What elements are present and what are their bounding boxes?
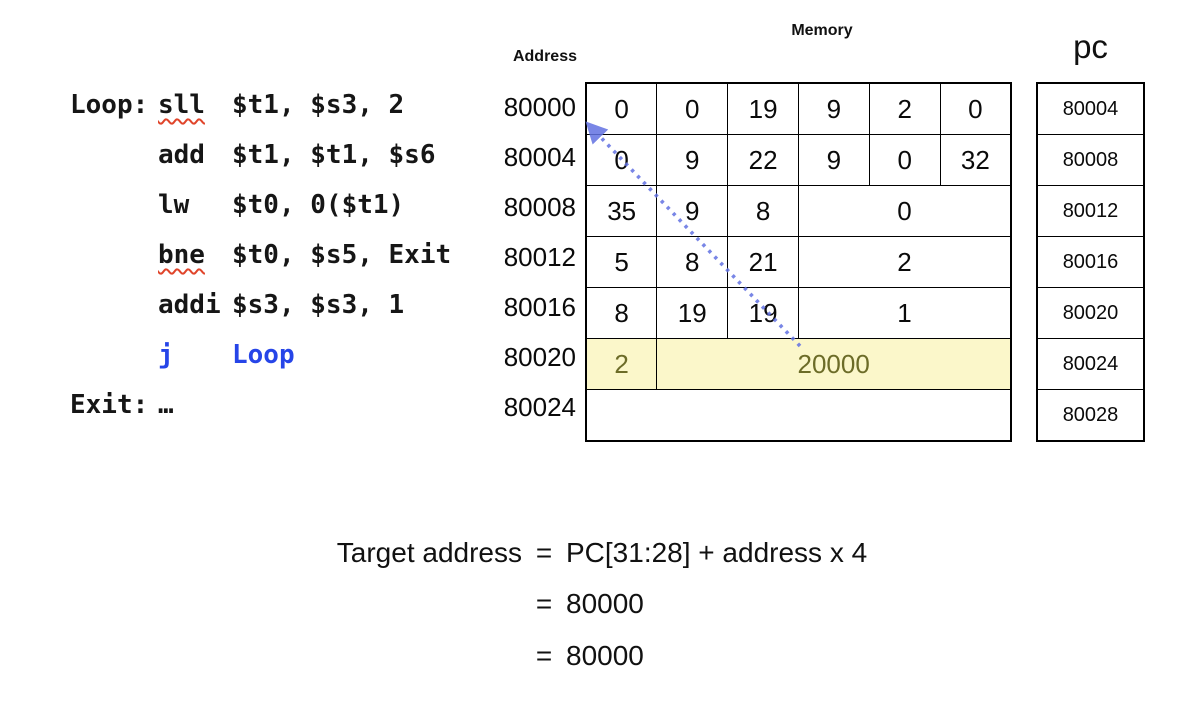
code-operands: Loop (232, 340, 295, 370)
code-mnemonic: add (158, 140, 205, 170)
formula-rhs: 80000 (566, 640, 644, 671)
code-mnemonic: j (158, 340, 174, 370)
pc-title: pc (1073, 28, 1108, 65)
pc-cell: 80024 (1036, 338, 1145, 390)
memory-cell (585, 389, 1012, 442)
memory-cell: 21 (727, 236, 799, 288)
memory-cell: 8 (585, 287, 658, 339)
formula-equals-sign: = (535, 640, 553, 671)
pc-table: 80004 80008 80012 80016 80020 80024 8002… (1036, 82, 1145, 442)
address-value: 80000 (503, 91, 576, 122)
code-mnemonic: sll (158, 90, 205, 120)
formula-rhs: 80000 (566, 588, 644, 619)
code-label: Exit: (70, 390, 149, 420)
memory-cell: 9 (797, 134, 870, 186)
pc-cell: 80028 (1036, 389, 1145, 442)
memory-cell: 19 (727, 287, 799, 339)
address-value: 80004 (503, 141, 576, 172)
memory-cell: 8 (727, 185, 799, 237)
code-mnemonic: bne (158, 240, 205, 270)
memory-cell: 9 (797, 82, 870, 135)
memory-row: 35 9 8 0 (585, 185, 1012, 237)
address-column: 80000 80004 80008 80012 80016 80020 8002… (446, 82, 576, 432)
code-line: bne $t0, $s5, Exit (70, 240, 451, 276)
memory-cell: 1 (797, 287, 1012, 339)
memory-cell: 0 (585, 134, 658, 186)
formula-line-1: Target address = PC[31:28] + address x 4 (280, 535, 867, 571)
memory-cell: 19 (656, 287, 729, 339)
memory-cell: 2 (585, 338, 658, 390)
pc-cell: 80016 (1036, 236, 1145, 288)
memory-cell: 0 (868, 134, 941, 186)
pc-cell: 80012 (1036, 185, 1145, 237)
code-line: lw $t0, 0($t1) (70, 190, 404, 226)
memory-cell: 0 (585, 82, 658, 135)
formula-line-3: = 80000 (280, 638, 644, 674)
memory-cell: 19 (727, 82, 799, 135)
memory-cell: 22 (727, 134, 799, 186)
code-mnemonic: addi (158, 290, 221, 320)
memory-title: Memory (791, 22, 853, 39)
memory-row: 0 9 22 9 0 32 (585, 134, 1012, 186)
code-line: add $t1, $t1, $s6 (70, 140, 436, 176)
code-line: j Loop (70, 340, 295, 376)
memory-cell: 32 (939, 134, 1012, 186)
memory-cell: 0 (939, 82, 1012, 135)
code-mnemonic: … (158, 390, 174, 420)
code-line: Exit: … (70, 390, 232, 426)
pc-cell: 80020 (1036, 287, 1145, 339)
formula-lhs: Target address (336, 537, 522, 568)
code-line: Loop: sll $t1, $s3, 2 (70, 90, 404, 126)
formula-line-2: = 80000 (280, 586, 644, 622)
pc-cell: 80004 (1036, 82, 1145, 135)
address-value: 80008 (503, 191, 576, 222)
code-operands: $t1, $s3, 2 (232, 90, 405, 120)
memory-cell: 5 (585, 236, 658, 288)
memory-cell: 8 (656, 236, 729, 288)
address-value: 80016 (503, 291, 576, 322)
code-mnemonic: lw (158, 190, 190, 220)
pc-cell: 80008 (1036, 134, 1145, 186)
address-column-title: Address (512, 48, 577, 65)
memory-cell: 35 (585, 185, 658, 237)
code-operands: $t1, $t1, $s6 (232, 140, 436, 170)
memory-row (585, 389, 1012, 442)
code-line: addi $s3, $s3, 1 (70, 290, 404, 326)
formula-equals-sign: = (535, 537, 553, 568)
formula-rhs: PC[31:28] + address x 4 (566, 537, 868, 568)
memory-row: 8 19 19 1 (585, 287, 1012, 339)
code-operands: $t0, $s5, Exit (232, 240, 452, 270)
formula-equals-sign: = (535, 588, 553, 619)
code-operands: $t0, 0($t1) (232, 190, 405, 220)
memory-row: 0 0 19 9 2 0 (585, 82, 1012, 135)
code-label: Loop: (70, 90, 149, 120)
memory-cell: 9 (656, 185, 729, 237)
address-value: 80012 (503, 241, 576, 272)
address-value: 80024 (503, 391, 576, 422)
address-value: 80020 (503, 341, 576, 372)
memory-cell: 20000 (656, 338, 1012, 390)
memory-row: 5 8 21 2 (585, 236, 1012, 288)
memory-table: 0 0 19 9 2 0 0 9 22 9 0 32 35 9 8 0 (585, 82, 1012, 442)
memory-cell: 2 (868, 82, 941, 135)
memory-row-highlighted: 2 20000 (585, 338, 1012, 390)
code-operands: $s3, $s3, 1 (232, 290, 405, 320)
memory-cell: 0 (797, 185, 1012, 237)
memory-cell: 9 (656, 134, 729, 186)
memory-cell: 2 (797, 236, 1012, 288)
memory-cell: 0 (656, 82, 729, 135)
